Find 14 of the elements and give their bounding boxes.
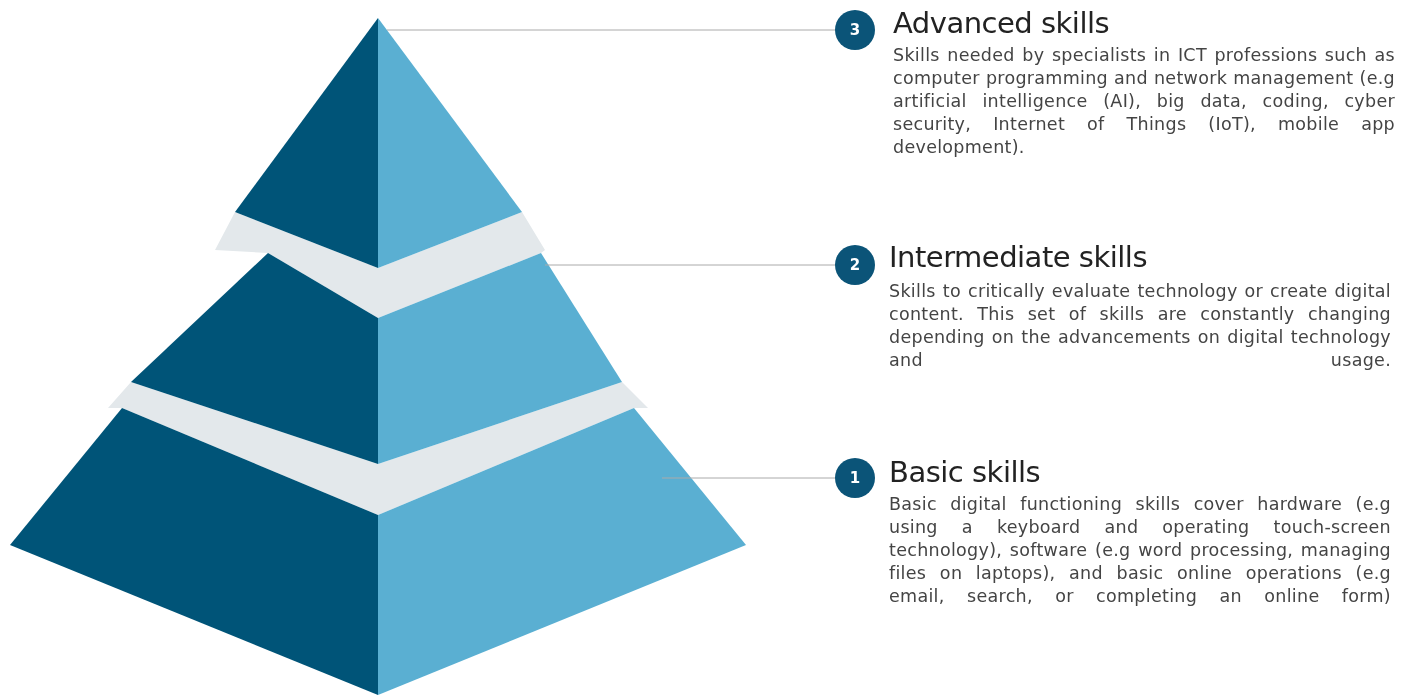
leader-line (544, 264, 836, 266)
number-badge: 2 (835, 245, 875, 285)
number-badge: 1 (835, 458, 875, 498)
tier-description: Skills to critically evaluate technology or create digital content. This set of skills are constantly changing depending on the advancements on digital technology and usage. (889, 280, 1391, 372)
pyramid-tier (10, 382, 746, 695)
tier-heading: Basic skills (889, 455, 1041, 489)
tier-description: Skills needed by specialists in ICT professions such as computer programming and network management (e.g artificial intelligence (AI), big data, coding, cyber security, Internet of Things (IoT), mobile app development). (893, 44, 1395, 159)
tier-description: Basic digital functioning skills cover hardware (e.g using a keyboard and operating touch-screen technology), software (e.g word processing, managing files on laptops), and basic online operations (e.g email, search, or completing an online form) (889, 493, 1391, 608)
tier-heading: Intermediate skills (889, 240, 1147, 274)
pyramid-tier (235, 18, 522, 268)
number-badge: 3 (835, 10, 875, 50)
tier-heading: Advanced skills (893, 6, 1110, 40)
leader-line (661, 477, 836, 479)
pyramid-tier (131, 212, 622, 464)
